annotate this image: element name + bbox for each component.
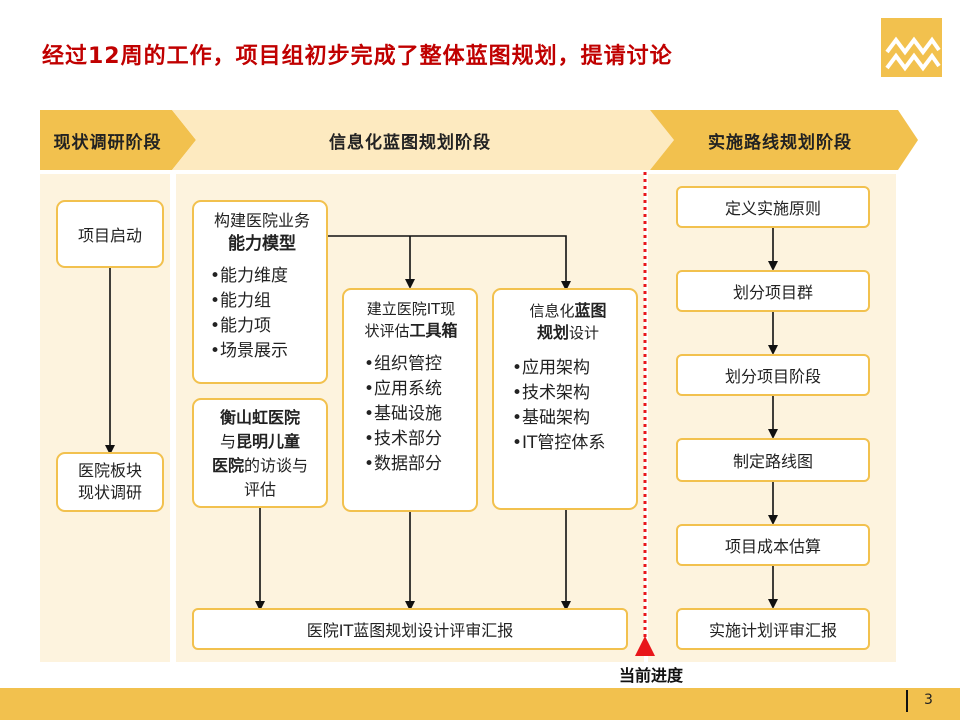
step-roadmap: 制定路线图 (676, 438, 870, 482)
blueprint-line2a: 规划 (536, 323, 569, 342)
box-blueprint-review: 医院IT蓝图规划设计评审汇报 (192, 608, 628, 650)
box-hospital-interviews: 衡山虹医院 与昆明儿童 医院的访谈与 评估 (192, 398, 328, 508)
box-project-start: 项目启动 (56, 200, 164, 268)
list-item: •基础架构 (512, 408, 591, 428)
list-item: •能力组 (210, 291, 272, 311)
phase-label-survey: 现状调研阶段 (53, 132, 162, 153)
list-item: •能力维度 (210, 266, 289, 286)
phase-chevron-survey (40, 110, 196, 170)
box-hospital-survey: 医院板块现状调研 (56, 452, 164, 512)
company-logo (881, 18, 942, 77)
list-item: •技术架构 (512, 383, 591, 403)
capability-line2: 能力模型 (228, 234, 296, 254)
list-item: •场景展示 (210, 341, 289, 361)
list-item: •数据部分 (364, 454, 443, 474)
interview-hospital-2b: 医院 (211, 456, 244, 475)
panel-roadmap (648, 174, 896, 662)
box-assessment-toolbox: 建立医院IT现 状评估工具箱 •组织管控 •应用系统 •基础设施 •技术部分 •… (342, 288, 478, 512)
phase-label-roadmap: 实施路线规划阶段 (708, 132, 852, 153)
interview-text-end: 评估 (243, 480, 276, 499)
progress-marker-icon (635, 636, 655, 656)
step-define-principles: 定义实施原则 (676, 186, 870, 228)
page-title: 经过12周的工作，项目组初步完成了整体蓝图规划，提请讨论 (42, 44, 673, 69)
toolbox-bullets: •组织管控 •应用系统 •基础设施 •技术部分 •数据部分 (352, 352, 470, 477)
page-number: 3 (924, 692, 933, 708)
footer-bar (0, 688, 960, 720)
step-plan-review: 实施计划评审汇报 (676, 608, 870, 650)
toolbox-line1: 建立医院IT现 (366, 300, 456, 318)
phase-chevron-roadmap (650, 110, 918, 170)
capability-line1: 构建医院业务 (213, 211, 310, 230)
phase-header-bar (40, 110, 918, 170)
toolbox-line2a: 状评估 (364, 322, 410, 340)
step-divide-stages: 划分项目阶段 (676, 354, 870, 396)
interview-connector: 与 (219, 432, 236, 451)
box-capability-model: 构建医院业务 能力模型 •能力维度 •能力组 •能力项 •场景展示 (192, 200, 328, 384)
list-item: •技术部分 (364, 429, 443, 449)
list-item: •基础设施 (364, 404, 443, 424)
progress-label: 当前进度 (618, 666, 683, 685)
step-cost-estimate: 项目成本估算 (676, 524, 870, 566)
interview-hospital-2a: 昆明儿童 (236, 432, 301, 451)
blueprint-bullets: •应用架构 •技术架构 •基础架构 •IT管控体系 (506, 356, 630, 456)
toolbox-line2b: 工具箱 (409, 321, 458, 340)
box-blueprint-design: 信息化蓝图 规划设计 •应用架构 •技术架构 •基础架构 •IT管控体系 (492, 288, 638, 510)
list-item: •组织管控 (364, 354, 443, 374)
page-separator (906, 690, 908, 712)
list-item: •IT管控体系 (512, 433, 606, 453)
capability-bullets: •能力维度 •能力组 •能力项 •场景展示 (204, 264, 320, 364)
list-item: •应用系统 (364, 379, 443, 399)
interview-hospital-1: 衡山虹医院 (219, 408, 300, 427)
phase-label-blueprint: 信息化蓝图规划阶段 (329, 132, 491, 153)
list-item: •能力项 (210, 316, 272, 336)
phase-chevron-blueprint (172, 110, 674, 170)
blueprint-line1a: 信息化 (529, 302, 575, 320)
blueprint-line1b: 蓝图 (574, 301, 607, 320)
step-divide-program: 划分项目群 (676, 270, 870, 312)
interview-text: 的访谈与 (244, 456, 309, 475)
blueprint-line2b: 设计 (569, 324, 600, 342)
list-item: •应用架构 (512, 358, 591, 378)
